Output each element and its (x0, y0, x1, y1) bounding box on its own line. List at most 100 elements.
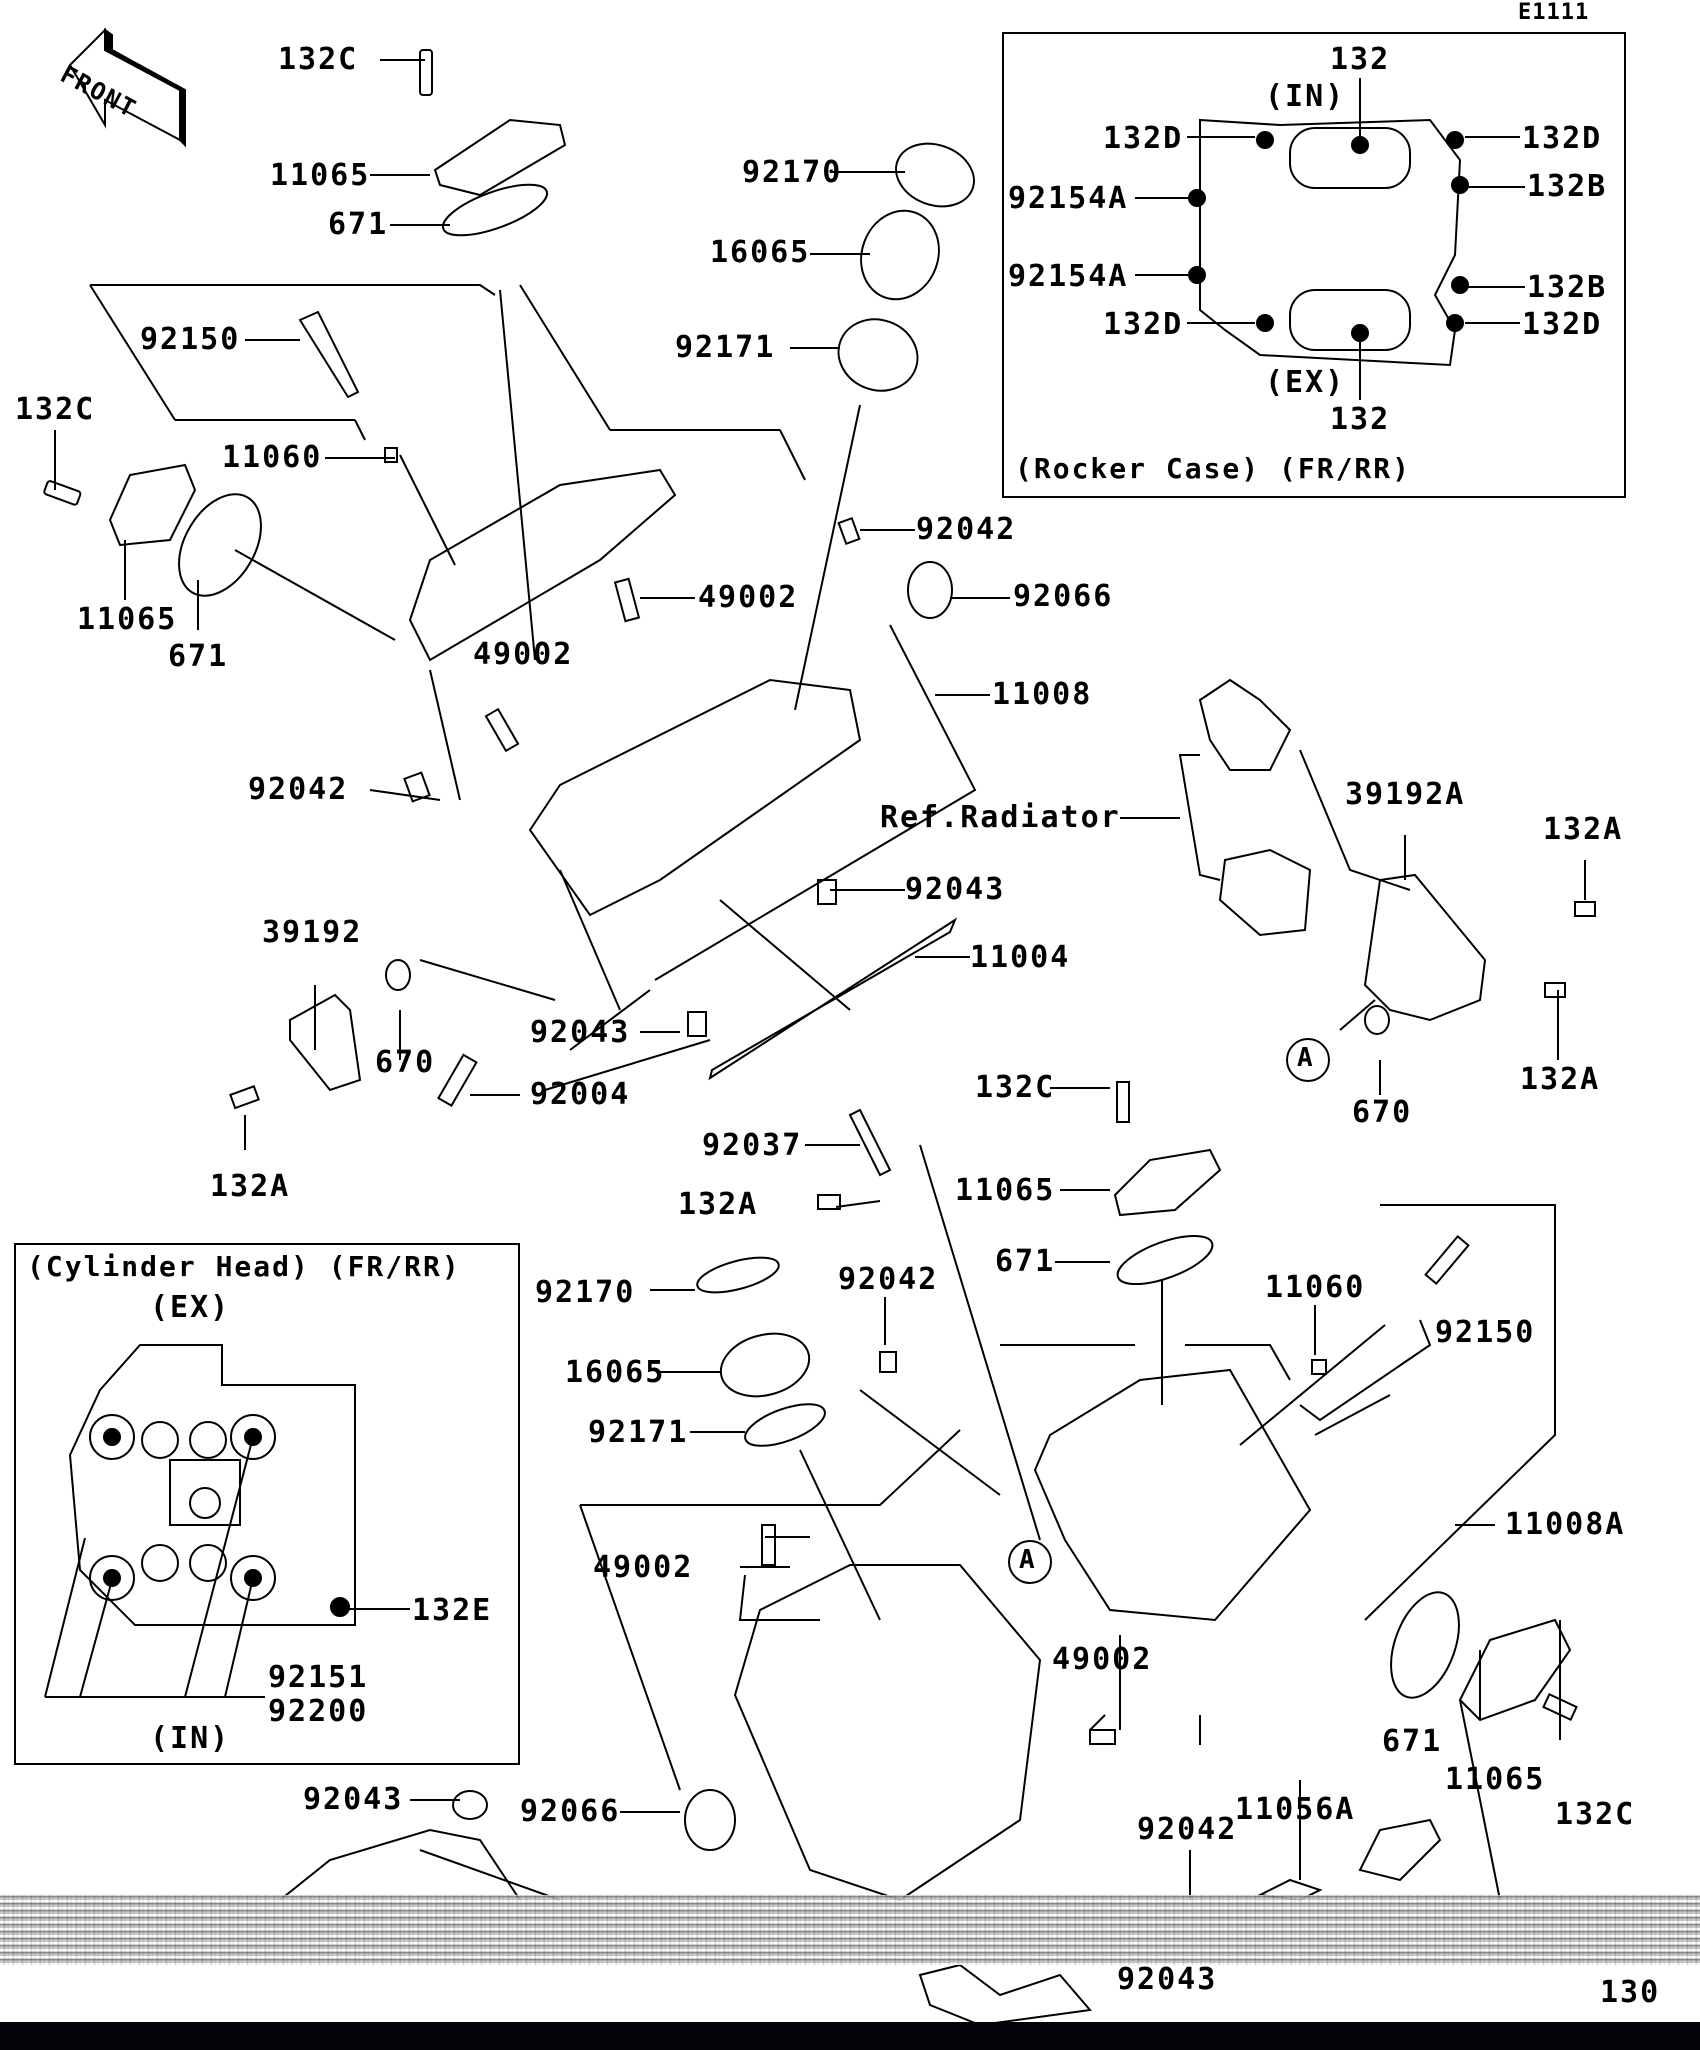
thermostat-housing-bottom (1218, 848, 1312, 937)
guide-49002-a (613, 577, 641, 623)
rocker-in-label: (IN) (1265, 79, 1346, 114)
marker-a-circle-1 (1286, 1038, 1330, 1082)
label-11065-rear[interactable]: 11065 (955, 1173, 1056, 1208)
cylinder-head-title: (Cylinder Head) (FR/RR) (27, 1250, 461, 1283)
label-92004[interactable]: 92004 (530, 1077, 631, 1112)
bolt-132c-left (43, 480, 82, 506)
label-92150-top[interactable]: 92150 (140, 322, 241, 357)
label-92171-upper[interactable]: 92171 (675, 330, 776, 365)
nut-11060-rear (1311, 1359, 1327, 1375)
rocker-callout-132d-tl[interactable]: 132D (1103, 121, 1184, 156)
rocker-callout-132b-top[interactable]: 132B (1527, 169, 1608, 204)
label-92171-rear[interactable]: 92171 (588, 1415, 689, 1450)
label-92043-bottom[interactable]: 92043 (1117, 1962, 1218, 1997)
bolt-92150-rear (1424, 1234, 1470, 1286)
cylinder-callout-92200[interactable]: 92200 (268, 1694, 369, 1729)
label-92043-right[interactable]: 92043 (905, 872, 1006, 907)
page-number: 130 (1600, 1975, 1661, 2010)
rocker-callout-132d-tr[interactable]: 132D (1522, 121, 1603, 156)
label-92066-rear[interactable]: 92066 (520, 1794, 621, 1829)
label-11065-rear-right[interactable]: 11065 (1445, 1762, 1546, 1797)
label-92150-rear[interactable]: 92150 (1435, 1315, 1536, 1350)
oring-670-left (385, 959, 411, 991)
label-670-right[interactable]: 670 (1352, 1095, 1413, 1130)
label-39192[interactable]: 39192 (262, 915, 363, 950)
gasket-671-top (441, 183, 549, 237)
label-92042-left[interactable]: 92042 (248, 772, 349, 807)
label-49002-rear-b[interactable]: 49002 (1052, 1642, 1153, 1677)
rocker-callout-132b-bottom[interactable]: 132B (1527, 270, 1608, 305)
label-671-top[interactable]: 671 (328, 207, 389, 242)
dowel-92042-b (403, 771, 431, 803)
label-49002-upper-a[interactable]: 49002 (698, 580, 799, 615)
label-132a-left[interactable]: 132A (210, 1169, 291, 1204)
label-92042-rear-bottom[interactable]: 92042 (1137, 1812, 1238, 1847)
label-11008a[interactable]: 11008A (1505, 1507, 1626, 1542)
rocker-callout-132d-bl[interactable]: 132D (1103, 307, 1184, 342)
plug-92066-rear (684, 1789, 736, 1851)
marker-a-circle-2 (1008, 1540, 1052, 1584)
label-49002-upper-b[interactable]: 49002 (473, 637, 574, 672)
label-92037[interactable]: 92037 (702, 1128, 803, 1163)
label-132c-rear[interactable]: 132C (975, 1070, 1056, 1105)
rocker-callout-132-bottom[interactable]: 132 (1330, 402, 1391, 437)
scan-noise-band (0, 1895, 1700, 1965)
label-92042-upper[interactable]: 92042 (916, 512, 1017, 547)
rocker-callout-92154a-top[interactable]: 92154A (1008, 181, 1129, 216)
clamp-92170-rear (696, 1256, 780, 1294)
rocker-callout-92154a-bottom[interactable]: 92154A (1008, 259, 1129, 294)
cover-11065-top (433, 118, 567, 197)
rocker-callout-132d-br[interactable]: 132D (1522, 307, 1603, 342)
label-39192a[interactable]: 39192A (1345, 777, 1466, 812)
label-92170-upper[interactable]: 92170 (742, 155, 843, 190)
dowel-92043-rear (452, 1790, 488, 1820)
label-132c-left[interactable]: 132C (15, 392, 96, 427)
label-671-rear[interactable]: 671 (995, 1244, 1056, 1279)
marker-a-2: A (1019, 1545, 1037, 1575)
bolt-132c-rear (1116, 1081, 1130, 1123)
cylinder-ex-label: (EX) (150, 1290, 231, 1325)
label-92042-rear[interactable]: 92042 (838, 1262, 939, 1297)
rocker-case-inset (1002, 32, 1626, 498)
label-132a-top-right[interactable]: 132A (1543, 812, 1624, 847)
marker-a-1: A (1297, 1043, 1315, 1073)
label-11060-rear[interactable]: 11060 (1265, 1270, 1366, 1305)
front-arrow-icon (68, 27, 186, 148)
gasket-671-left (178, 493, 262, 597)
label-92043-rear[interactable]: 92043 (303, 1782, 404, 1817)
bolt-132c-top (419, 49, 433, 96)
head-gasket-rear (279, 1828, 521, 1901)
label-11060-left[interactable]: 11060 (222, 440, 323, 475)
label-132a-bracket[interactable]: 132A (678, 1187, 759, 1222)
label-11004[interactable]: 11004 (970, 940, 1071, 975)
label-670-left[interactable]: 670 (375, 1045, 436, 1080)
cylinder-callout-92151[interactable]: 92151 (268, 1660, 369, 1695)
rocker-callout-132-top[interactable]: 132 (1330, 42, 1391, 77)
label-671-rear-right[interactable]: 671 (1382, 1724, 1443, 1759)
guide-49002-rear-a (761, 1524, 776, 1566)
cover-11065-rear-right (1458, 1618, 1572, 1722)
label-11065-top[interactable]: 11065 (270, 158, 371, 193)
label-11008[interactable]: 11008 (992, 677, 1093, 712)
label-132c-top[interactable]: 132C (278, 42, 359, 77)
bolt-132c-rear-right (1542, 1692, 1578, 1722)
label-11056a[interactable]: 11056A (1235, 1792, 1356, 1827)
label-671-left[interactable]: 671 (168, 639, 229, 674)
guide-plate (1358, 1818, 1442, 1882)
gasket-671-rear-right (1390, 1591, 1460, 1699)
rocker-case-inset-drawing (1135, 78, 1525, 400)
label-92066-upper[interactable]: 92066 (1013, 579, 1114, 614)
holder-16065-rear (719, 1332, 811, 1398)
label-11065-left[interactable]: 11065 (77, 602, 178, 637)
cylinder-callout-132e[interactable]: 132E (412, 1593, 493, 1628)
label-92043-lower[interactable]: 92043 (530, 1015, 631, 1050)
dowel-92043-b (687, 1011, 707, 1037)
label-132c-rear-right[interactable]: 132C (1555, 1797, 1636, 1832)
label-16065-rear[interactable]: 16065 (565, 1355, 666, 1390)
rocker-case-rear (1033, 1368, 1312, 1622)
bolt-92150 (298, 310, 360, 399)
label-49002-rear-a[interactable]: 49002 (593, 1550, 694, 1585)
label-92170-rear[interactable]: 92170 (535, 1275, 636, 1310)
label-16065-upper[interactable]: 16065 (710, 235, 811, 270)
label-132a-bottom-right[interactable]: 132A (1520, 1062, 1601, 1097)
